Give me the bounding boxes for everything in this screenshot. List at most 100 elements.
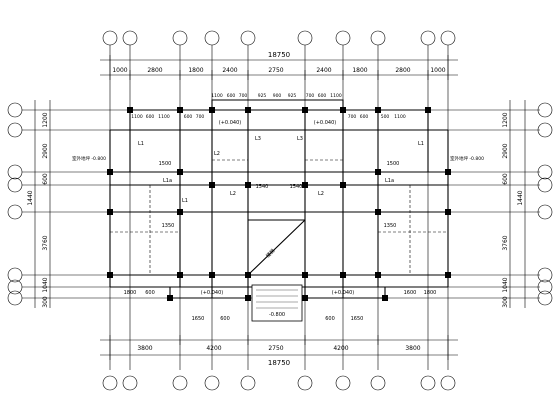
ts-1: 1100 xyxy=(211,93,223,99)
beam-l1-c: L1 xyxy=(182,198,188,204)
ts-9: 1100 xyxy=(330,93,342,99)
ul-1: 1100 xyxy=(131,114,143,120)
beam-l1-a: L1 xyxy=(138,141,144,147)
right-dim-2: 2900 xyxy=(502,143,509,158)
left-dim-2: 2900 xyxy=(42,143,49,158)
bsl-2: 600 xyxy=(220,316,230,322)
ts-3: 700 xyxy=(239,93,248,99)
beam-labels: L1 L1 L2 L3 L3 L1a L1a L2 L2 L1 xyxy=(138,136,424,204)
bsr-2: 1650 xyxy=(351,316,364,322)
top-total-dimension: 18750 xyxy=(268,51,290,59)
elev-right: (+0.040) xyxy=(314,120,336,126)
left-dimensions: 1200 2900 600 1440 3760 1040 300 xyxy=(27,112,49,308)
ts-5: 900 xyxy=(273,93,282,99)
bsl-1: 1650 xyxy=(192,316,205,322)
top-dim-4: 2400 xyxy=(222,67,237,74)
bottom-dim-5: 3800 xyxy=(405,345,420,352)
right-dim-3: 600 xyxy=(502,173,509,185)
top-dim-9: 1000 xyxy=(430,67,445,74)
ur-3: 500 xyxy=(381,114,390,120)
ts-7: 700 xyxy=(306,93,315,99)
bottom-dim-3: 2750 xyxy=(268,345,283,352)
bottom-dim-2: 4200 xyxy=(206,345,221,352)
beam-l1-b: L1 xyxy=(418,141,424,147)
dim-1500-r: 1500 xyxy=(387,161,400,167)
axis-bubbles-right xyxy=(537,102,553,306)
left-dim-7: 300 xyxy=(42,296,49,308)
ur-4: 1100 xyxy=(394,114,406,120)
elev-bottom-left: (+0.040) xyxy=(201,290,223,296)
ts-4: 925 xyxy=(258,93,267,99)
dim-1540-right: 1540 xyxy=(290,184,303,190)
misc-dimensions: 1540 1540 1350 1350 1500 1500 1650 600 6… xyxy=(124,161,437,322)
horizontal-axis-lines xyxy=(22,109,540,299)
beam-l2-b: L2 xyxy=(230,191,236,197)
beam-l1a-b: L1a xyxy=(385,178,394,184)
top-dimension-lines xyxy=(100,55,458,80)
ul-5: 700 xyxy=(196,114,205,120)
small-top-dimensions: 1100 600 700 925 900 925 700 600 1100 xyxy=(211,93,342,99)
bottom-segment-dimensions: 3800 4200 2750 4200 3800 xyxy=(137,345,420,352)
ts-8: 600 xyxy=(318,93,327,99)
bsr-1: 600 xyxy=(325,316,335,322)
axis-bubbles-top xyxy=(102,30,456,46)
brp-2: 1800 xyxy=(424,290,437,296)
bottom-dim-4: 4200 xyxy=(333,345,348,352)
beam-l3-b: L3 xyxy=(297,136,303,142)
entry-steps xyxy=(251,284,303,322)
ur-2: 600 xyxy=(360,114,369,120)
bottom-dimension-lines xyxy=(100,335,458,360)
elevation-labels: (+0.040) (+0.040) (+0.040) (+0.040) -0.8… xyxy=(201,120,354,318)
ts-2: 600 xyxy=(227,93,236,99)
small-upper-left-dims: 1100 600 1100 600 700 xyxy=(131,114,204,120)
top-dim-5: 2750 xyxy=(268,67,283,74)
top-dim-3: 1800 xyxy=(188,67,203,74)
ts-6: 925 xyxy=(288,93,297,99)
ul-2: 600 xyxy=(146,114,155,120)
left-dim-1: 1200 xyxy=(42,112,49,127)
right-dimensions: 1200 2900 600 1440 3760 1040 300 xyxy=(502,112,524,308)
elev-left: (+0.040) xyxy=(219,120,241,126)
side-dimension-lines xyxy=(34,100,526,308)
dim-1350-left: 1350 xyxy=(162,223,175,229)
top-dim-7: 1800 xyxy=(352,67,367,74)
beam-l3-a: L3 xyxy=(255,136,261,142)
bottom-total-dimension: 18750 xyxy=(268,359,290,367)
dim-1350-right: 1350 xyxy=(384,223,397,229)
walls xyxy=(109,99,449,299)
elev-entry: -0.800 xyxy=(269,312,285,318)
top-segment-dimensions: 1000 2800 1800 2400 2750 2400 1800 2800 … xyxy=(112,67,445,74)
small-upper-right-dims: 700 600 500 1100 xyxy=(348,114,406,120)
ur-1: 700 xyxy=(348,114,357,120)
right-dim-4: 1440 xyxy=(517,190,524,205)
dim-1500: 1500 xyxy=(159,161,172,167)
blp-2: 600 xyxy=(145,290,155,296)
blp-1: 1800 xyxy=(124,290,137,296)
top-dim-1: 1000 xyxy=(112,67,127,74)
elev-bottom-right: (+0.040) xyxy=(332,290,354,296)
dashed-beams xyxy=(110,159,448,275)
top-dim-8: 2800 xyxy=(395,67,410,74)
top-dim-6: 2400 xyxy=(316,67,331,74)
right-dim-1: 1200 xyxy=(502,112,509,127)
beam-l2-c: L2 xyxy=(318,191,324,197)
dim-1540-left: 1540 xyxy=(256,184,269,190)
right-dim-7: 300 xyxy=(502,296,509,308)
left-dim-6: 1040 xyxy=(42,277,49,292)
left-dim-4: 1440 xyxy=(27,190,34,205)
columns xyxy=(107,107,451,301)
ul-4: 600 xyxy=(184,114,193,120)
ul-3: 1100 xyxy=(158,114,170,120)
side-note-right: 室外地坪 -0.800 xyxy=(450,155,484,162)
bottom-dim-1: 3800 xyxy=(137,345,152,352)
left-dim-3: 600 xyxy=(42,173,49,185)
side-note-left: 室外地坪 -0.800 xyxy=(72,155,106,162)
top-dim-2: 2800 xyxy=(147,67,162,74)
right-dim-6: 1040 xyxy=(502,277,509,292)
axis-bubbles-left xyxy=(7,102,23,306)
beam-l2-a: L2 xyxy=(214,151,220,157)
left-dim-5: 3760 xyxy=(42,235,49,250)
right-dim-5: 3760 xyxy=(502,235,509,250)
brp-1: 1600 xyxy=(404,290,417,296)
